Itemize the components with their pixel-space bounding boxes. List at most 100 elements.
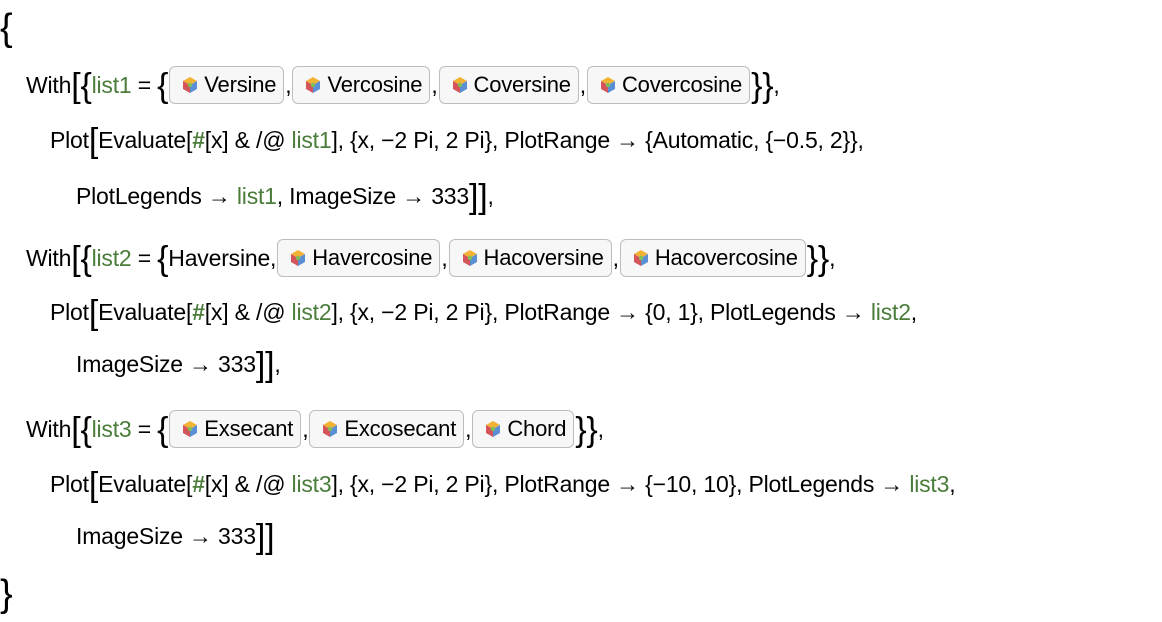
with-keyword: With (26, 415, 72, 442)
entity-label: Covercosine (621, 72, 743, 97)
plot-keyword: Plot (50, 470, 89, 497)
after-var: ], (331, 298, 344, 325)
comma: , (441, 244, 448, 271)
comma: , (597, 415, 604, 442)
entity-cube-icon (291, 250, 306, 266)
plot-range-domain: x, −2 Pi, 2 Pi (357, 126, 485, 153)
entity-chip[interactable]: Chord (472, 410, 575, 448)
comma: , (302, 415, 309, 442)
code-line-4: PlotLegends → list1 , ImageSize → 333 ]]… (76, 178, 494, 216)
plot-legends-option: PlotLegends → (76, 182, 237, 209)
list-variable: list1 (91, 71, 132, 98)
comma: , (612, 244, 619, 271)
slot-symbol: # (192, 298, 205, 325)
close-brace: } (0, 573, 13, 615)
list-variable: list2 (91, 244, 132, 271)
entity-label: Versine (204, 72, 277, 97)
plot-options: , PlotRange → {−10, 10}, PlotLegends → (491, 470, 910, 497)
entity-chip[interactable]: Exsecant (169, 410, 302, 448)
comma: , (910, 298, 917, 325)
assign-op: = (131, 244, 158, 271)
plot-options: , PlotRange → {0, 1}, PlotLegends → (491, 298, 871, 325)
entity-label: Coversine (473, 72, 571, 97)
entity-chip[interactable]: Versine (169, 66, 285, 104)
entity-cube-icon (306, 77, 321, 93)
list-variable: list3 (91, 415, 132, 442)
entity-cube-icon (183, 421, 198, 437)
list-variable: list3 (291, 470, 332, 497)
range-open: { (343, 126, 358, 153)
assign-op: = (131, 415, 158, 442)
entity-cube-icon (452, 77, 467, 93)
slot-symbol: # (192, 470, 205, 497)
code-line-7: ImageSize → 333 ]] , (76, 346, 281, 384)
entity-chip[interactable]: Havercosine (277, 239, 441, 277)
comma: , (465, 415, 472, 442)
plot-range-domain: x, −2 Pi, 2 Pi (357, 470, 485, 497)
assign-op: = (131, 71, 158, 98)
plot-options: , PlotRange → {Automatic, {−0.5, 2}}, (491, 126, 864, 153)
entity-cube-icon (600, 77, 615, 93)
list-variable: list2 (291, 298, 332, 325)
evaluate-keyword: Evaluate[ (98, 470, 193, 497)
open-brace: { (0, 7, 13, 49)
map-expr: [x] & /@ (204, 298, 292, 325)
entity-cube-icon (486, 421, 501, 437)
map-expr: [x] & /@ (204, 126, 292, 153)
entity-chip[interactable]: Hacoversine (448, 239, 612, 277)
after-var: ], (331, 470, 344, 497)
code-line-2: With [{ list1 = { Versine, Vercosine, Co… (26, 66, 780, 105)
code-line-10: ImageSize → 333 ]] (76, 518, 275, 556)
after-var: ], (331, 126, 344, 153)
comma: , (829, 244, 836, 271)
image-size-option: ImageSize → 333 (76, 522, 256, 549)
code-line-1: { (0, 6, 13, 50)
comma: , (949, 470, 956, 497)
list-variable: list2 (870, 298, 911, 325)
slot-symbol: # (192, 126, 205, 153)
entity-chip[interactable]: Hacovercosine (619, 239, 806, 277)
code-line-9: Plot [ Evaluate[ # [x] & /@ list3 ], { x… (50, 466, 956, 504)
plain-symbol: Haversine, (168, 244, 277, 271)
evaluate-keyword: Evaluate[ (98, 126, 193, 153)
plot-range-domain: x, −2 Pi, 2 Pi (357, 298, 485, 325)
entity-label: Vercosine (327, 72, 423, 97)
entity-chip[interactable]: Covercosine (586, 66, 751, 104)
range-close: } (484, 126, 492, 153)
code-line-3: Plot [ Evaluate[ # [x] & /@ list1 ], { x… (50, 122, 864, 160)
entity-cube-icon (633, 250, 648, 266)
range-open: { (343, 298, 358, 325)
list-variable: list1 (291, 126, 332, 153)
plot-keyword: Plot (50, 298, 89, 325)
range-close: } (484, 470, 492, 497)
entity-label: Exsecant (204, 416, 294, 441)
entity-label: Excosecant (344, 416, 457, 441)
image-size-option: , ImageSize → 333 (276, 182, 469, 209)
entity-chip[interactable]: Excosecant (309, 410, 465, 448)
code-line-8: With [{ list3 = { Exsecant, Excosecant, … (26, 410, 604, 449)
entity-chip[interactable]: Coversine (438, 66, 579, 104)
list-variable: list1 (236, 182, 277, 209)
plot-keyword: Plot (50, 126, 89, 153)
entity-cube-icon (183, 77, 198, 93)
evaluate-keyword: Evaluate[ (98, 298, 193, 325)
with-keyword: With (26, 71, 72, 98)
entity-label: Hacoversine (483, 245, 604, 270)
entity-chip[interactable]: Vercosine (292, 66, 431, 104)
with-keyword: With (26, 244, 72, 271)
comma: , (431, 71, 438, 98)
range-open: { (343, 470, 358, 497)
comma: , (579, 71, 586, 98)
comma: , (274, 350, 281, 377)
code-line-6: Plot [ Evaluate[ # [x] & /@ list2 ], { x… (50, 294, 917, 332)
comma: , (487, 182, 494, 209)
comma: , (285, 71, 292, 98)
comma: , (773, 71, 780, 98)
map-expr: [x] & /@ (204, 470, 292, 497)
list-variable: list3 (909, 470, 950, 497)
image-size-option: ImageSize → 333 (76, 350, 256, 377)
entity-cube-icon (462, 250, 477, 266)
entity-label: Hacovercosine (654, 245, 798, 270)
entity-label: Chord (507, 416, 567, 441)
code-line-5: With [{ list2 = { Haversine, Havercosine… (26, 239, 836, 278)
